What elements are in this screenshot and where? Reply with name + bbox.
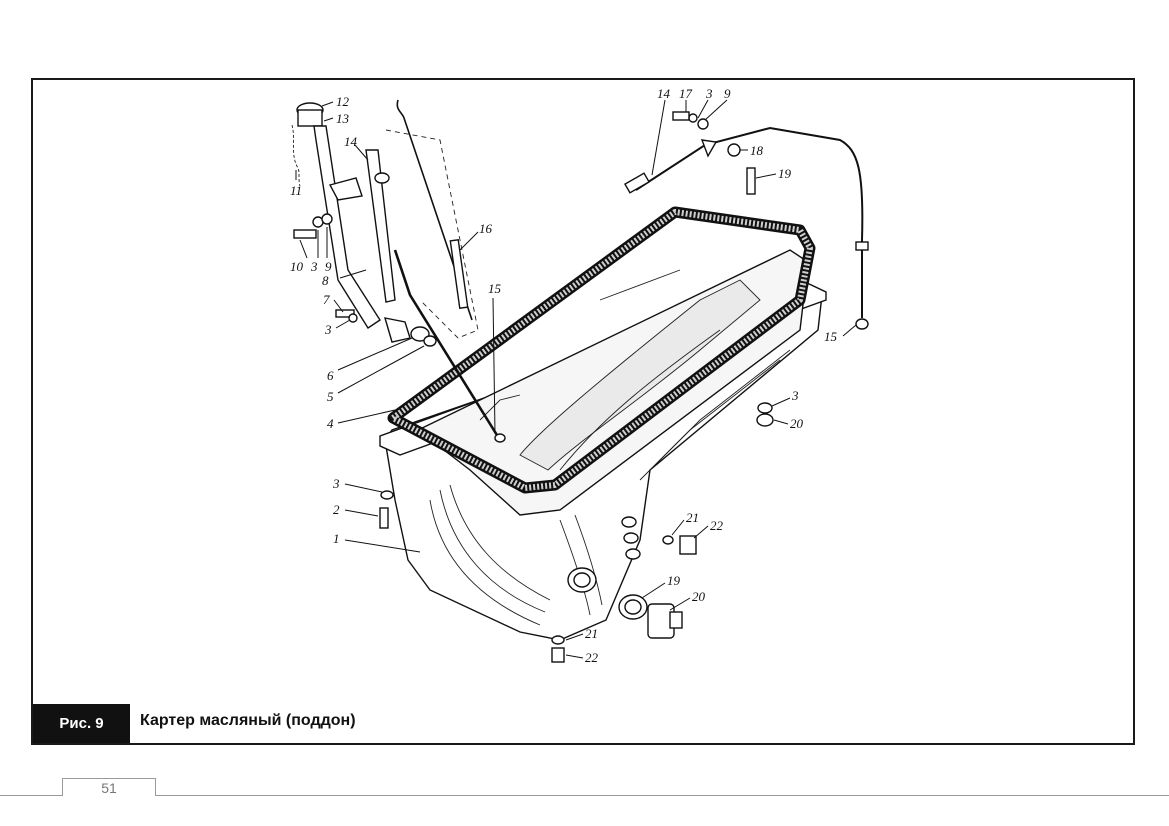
callout-3: 3 — [324, 322, 332, 337]
callout-13: 13 — [336, 111, 350, 126]
callout-17: 17 — [679, 86, 693, 101]
callout-9: 9 — [724, 86, 731, 101]
callout-16: 16 — [479, 221, 493, 236]
callout-7: 7 — [323, 292, 330, 307]
callout-3: 3 — [310, 259, 318, 274]
dipstick-assembly — [365, 99, 506, 443]
breather-tube-assembly — [624, 111, 869, 330]
callout-11: 11 — [290, 183, 302, 198]
callout-2: 2 — [333, 502, 340, 517]
figure-number-text: Рис. 9 — [59, 715, 104, 732]
callout-10: 10 — [290, 259, 304, 274]
callout-3: 3 — [332, 476, 340, 491]
leader-lines — [295, 99, 857, 659]
filler-neck-assembly — [291, 102, 437, 347]
callout-3: 3 — [705, 86, 713, 101]
callout-20: 20 — [790, 416, 804, 431]
callout-1: 1 — [333, 531, 340, 546]
oil-pan-gasket — [387, 206, 816, 494]
callout-19: 19 — [667, 573, 681, 588]
callout-3: 3 — [791, 388, 799, 403]
figure-frame — [31, 78, 1135, 745]
callout-18: 18 — [750, 143, 764, 158]
page-number: 51 — [101, 780, 117, 796]
bolts-left — [293, 213, 394, 529]
oil-pan-interior — [416, 249, 809, 516]
callout-12: 12 — [336, 94, 350, 109]
callout-8: 8 — [322, 273, 329, 288]
callout-labels: 12 13 11 14 16 10 3 9 8 7 3 6 5 4 15 14 … — [290, 86, 838, 665]
callout-19: 19 — [778, 166, 792, 181]
figure-title: Картер масляный (поддон) — [140, 712, 356, 729]
nut-washer-right — [756, 402, 774, 427]
callout-4: 4 — [327, 416, 334, 431]
callout-9: 9 — [325, 259, 332, 274]
figure-number-label: Рис. 9 — [33, 704, 130, 743]
callout-14: 14 — [344, 134, 358, 149]
callout-21: 21 — [585, 626, 598, 641]
footer-rule — [0, 795, 1169, 796]
callout-22: 22 — [710, 518, 724, 533]
caption-separator — [130, 704, 135, 743]
callout-15: 15 — [488, 281, 502, 296]
drain-plug-parts — [551, 535, 697, 663]
callout-15: 15 — [824, 329, 838, 344]
callout-21: 21 — [686, 510, 699, 525]
page-number-tab — [62, 778, 156, 796]
callout-22: 22 — [585, 650, 599, 665]
callout-14: 14 — [657, 86, 671, 101]
callout-5: 5 — [327, 389, 334, 404]
callout-6: 6 — [327, 368, 334, 383]
callout-20: 20 — [692, 589, 706, 604]
